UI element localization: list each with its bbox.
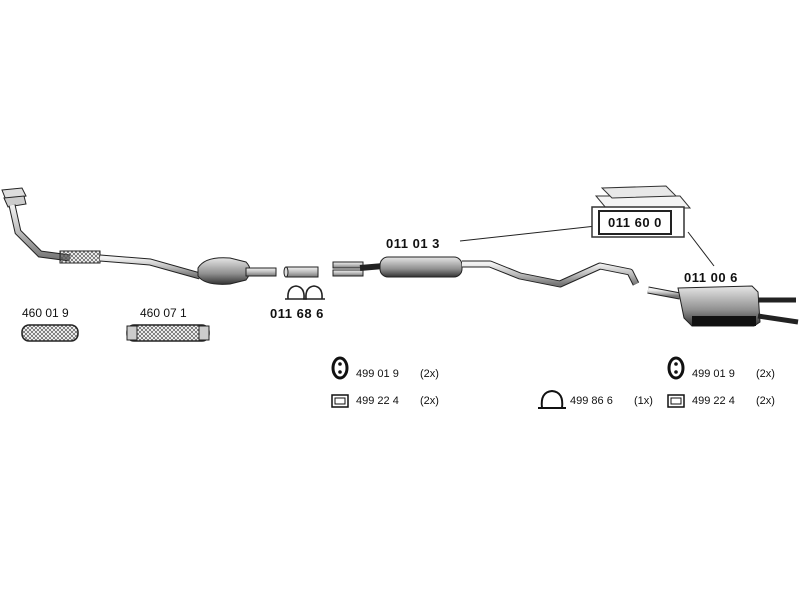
part-label-rear-silencer: 011 00 6	[684, 270, 738, 285]
leader-line-mid	[459, 225, 597, 242]
hardware-rear-rubber-mount-qty: (2x)	[756, 368, 775, 380]
middle-silencer-assembly	[332, 256, 640, 288]
clamp-pair-icon	[285, 285, 325, 300]
ring-hanger-icon	[538, 389, 566, 409]
connector-pipe	[283, 266, 319, 278]
rubber-mount-icon	[331, 356, 349, 380]
flex-joint-icon-1	[21, 324, 79, 342]
hardware-mid-bracket-qty: (2x)	[420, 395, 439, 407]
hardware-mid-bracket-part: 499 22 4	[356, 395, 399, 407]
part-label-flex-joint-1: 460 01 9	[22, 306, 69, 320]
catalytic-converter	[197, 257, 277, 285]
hardware-rear-rubber-mount-part: 499 01 9	[692, 368, 735, 380]
part-label-mounting-kit: 011 60 0	[598, 210, 672, 235]
hardware-rear-ring-part: 499 86 6	[570, 395, 613, 407]
part-label-clamp-kit: 011 68 6	[270, 306, 324, 321]
leader-line-rear	[687, 231, 715, 267]
bracket-icon	[667, 394, 685, 408]
rear-silencer	[647, 285, 799, 327]
part-label-middle-silencer: 011 01 3	[386, 236, 440, 251]
front-pipe	[1, 187, 201, 280]
flex-joint-icon-2	[126, 324, 210, 342]
part-label-flex-joint-2: 460 07 1	[140, 306, 187, 320]
hardware-rear-ring-qty: (1x)	[634, 395, 653, 407]
bracket-icon	[331, 394, 349, 408]
hardware-mid-rubber-mount-qty: (2x)	[420, 368, 439, 380]
rubber-mount-icon	[667, 356, 685, 380]
hardware-mid-rubber-mount-part: 499 01 9	[356, 368, 399, 380]
hardware-rear-bracket-part: 499 22 4	[692, 395, 735, 407]
hardware-rear-bracket-qty: (2x)	[756, 395, 775, 407]
